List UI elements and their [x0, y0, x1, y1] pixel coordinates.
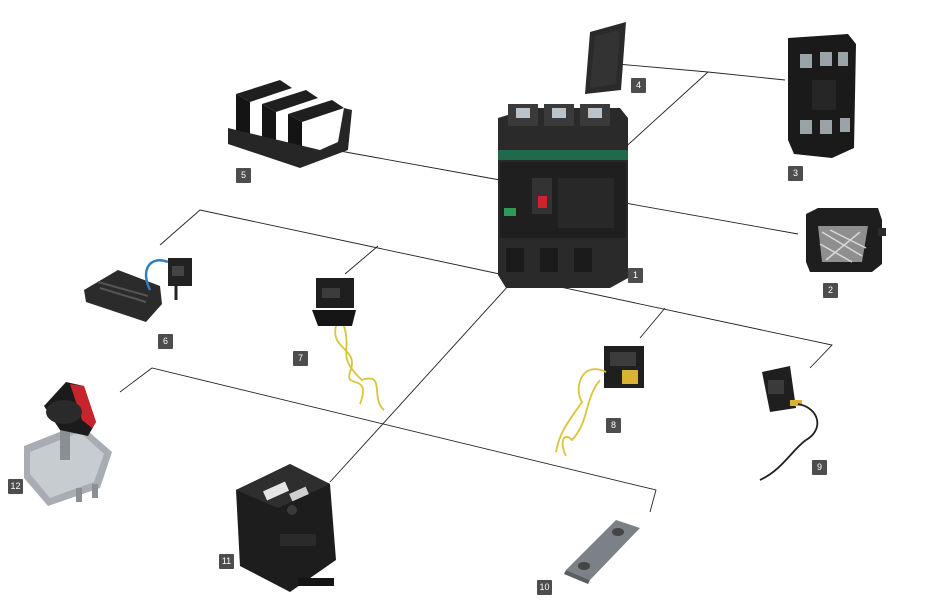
- part-number-badge-1: 1: [628, 268, 643, 283]
- auxiliary-alarm-module-icon: [84, 258, 192, 322]
- auxiliary-contact-icon: [759, 366, 819, 481]
- undervoltage-release-icon: [555, 346, 644, 457]
- part-number-badge-9: 9: [812, 460, 827, 475]
- part-number-badge-2: 2: [823, 283, 838, 298]
- leader-line-12-10: [119, 367, 657, 513]
- plug-in-base-icon: [788, 34, 856, 158]
- connection-plate-icon: [564, 520, 640, 584]
- leader-line-8: [639, 307, 666, 339]
- part-number-badge-12: 12: [8, 479, 23, 494]
- part-number-badge-3: 3: [788, 166, 803, 181]
- leader-line-11: [329, 261, 531, 483]
- rotary-handle-icon: [24, 382, 112, 506]
- part-number-badge-11: 11: [219, 554, 234, 569]
- leader-line-3-1: [619, 71, 709, 153]
- leader-line-2: [624, 202, 799, 235]
- leader-line-7: [344, 245, 379, 275]
- part-number-badge-7: 7: [293, 351, 308, 366]
- motor-operator-icon: [236, 464, 336, 592]
- insulating-sheet-icon: [585, 22, 626, 94]
- part-number-badge-8: 8: [606, 418, 621, 433]
- part-number-badge-10: 10: [537, 580, 552, 595]
- molded-case-circuit-breaker-icon: [498, 104, 628, 288]
- shunt-release-icon: [312, 278, 385, 411]
- part-number-badge-4: 4: [631, 78, 646, 93]
- leader-line-6-9: [159, 209, 833, 369]
- phase-barrier-icon: [228, 80, 352, 168]
- part-number-badge-6: 6: [158, 334, 173, 349]
- part-number-badge-5: 5: [236, 168, 251, 183]
- leader-lines: [119, 63, 833, 513]
- leader-line-5: [339, 150, 501, 181]
- rear-terminal-cover-icon: [806, 208, 886, 272]
